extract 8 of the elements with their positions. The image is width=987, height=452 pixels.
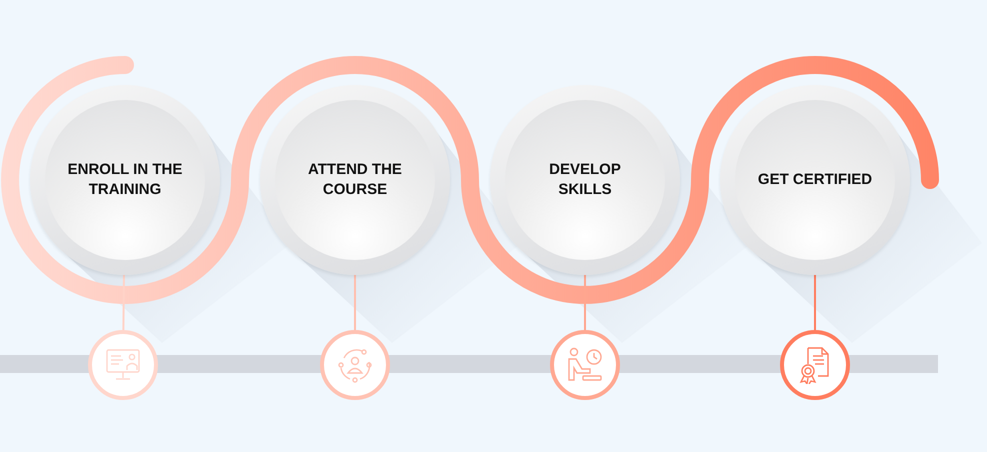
step-title: DEVELOP SKILLS bbox=[548, 160, 622, 200]
step-title: ENROLL IN THE TRAINING bbox=[67, 160, 183, 200]
connector-line bbox=[122, 274, 125, 330]
connector-line bbox=[814, 275, 816, 330]
step-title: GET CERTIFIED bbox=[757, 170, 873, 190]
connector-line bbox=[354, 275, 356, 330]
connector-line bbox=[584, 275, 586, 330]
step-title: ATTEND THE COURSE bbox=[307, 160, 403, 200]
